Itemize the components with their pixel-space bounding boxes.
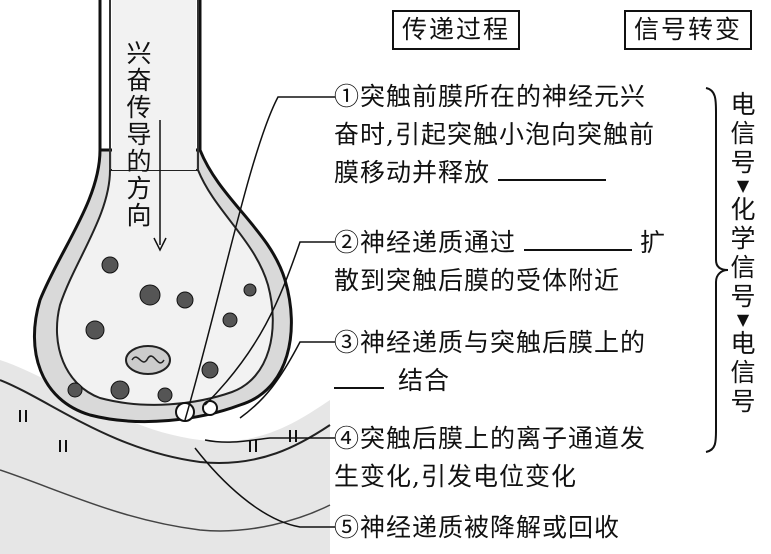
step-1: ①突触前膜所在的神经元兴 奋时,引起突触小泡向突触前 膜移动并释放 xyxy=(334,82,655,187)
header-signal: 信号转变 xyxy=(624,10,753,50)
blank-1[interactable] xyxy=(498,178,607,181)
signal-chain: 电 信 号 ▼ 化 学 信 号 ▼ 电 信 号 xyxy=(728,90,758,416)
header-process: 传递过程 xyxy=(392,10,521,50)
step-4: ④突触后膜上的离子通道发 生变化,引发电位变化 xyxy=(334,424,647,491)
arrow-down-icon: ▼ xyxy=(736,176,750,195)
blank-3[interactable] xyxy=(334,386,384,389)
blank-2[interactable] xyxy=(524,248,633,251)
direction-label: 兴 奋 传 导 的 方 向 xyxy=(126,39,152,230)
step-2: ②神经递质通过扩 散到突触后膜的受体附近 xyxy=(334,228,667,295)
step-3: ③神经递质与突触后膜上的 结合 xyxy=(334,328,647,395)
step-5: ⑤神经递质被降解或回收 xyxy=(334,513,621,542)
arrow-down-icon: ▼ xyxy=(736,310,750,329)
